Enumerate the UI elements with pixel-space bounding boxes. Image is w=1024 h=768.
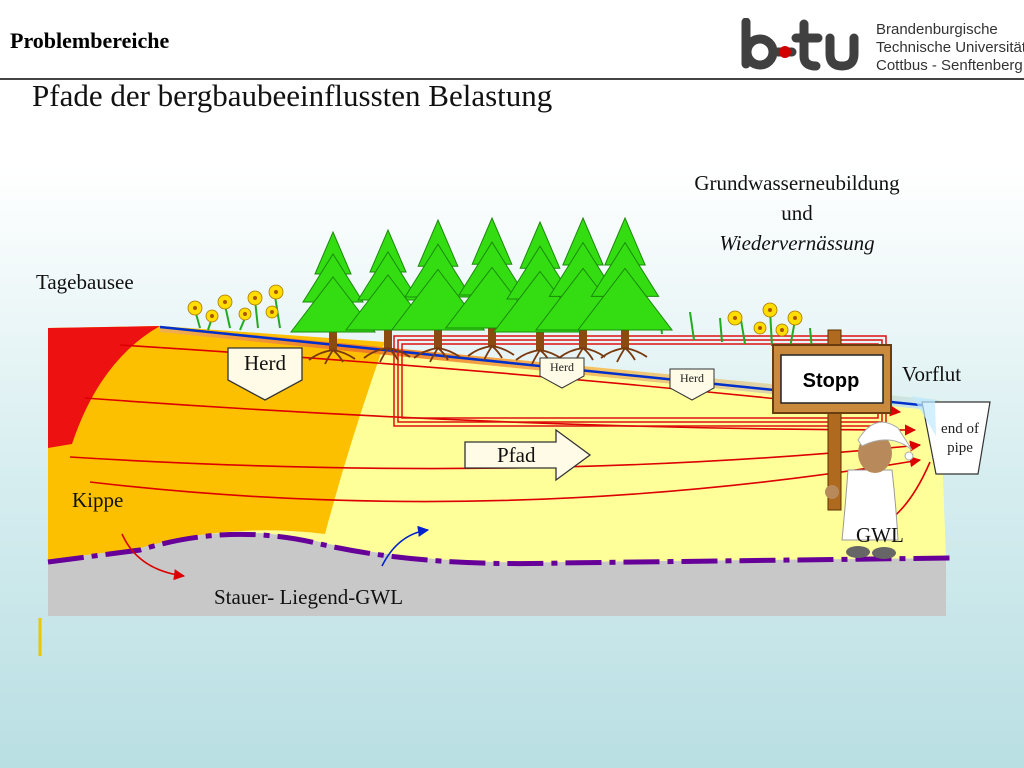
label-pfad: Pfad (497, 443, 536, 467)
dump-kippe-region (48, 326, 385, 560)
page-title: Pfade der bergbaubeeinflussten Belastung (32, 78, 553, 113)
logo-line-3: Cottbus - Senftenberg (876, 57, 1023, 74)
section-label: Problembereiche (10, 28, 170, 53)
label-herd-small-2: Herd (680, 371, 704, 385)
gw-label-line1: Grundwasserneubildung (694, 171, 900, 195)
btu-wordmark-icon (741, 17, 859, 71)
logo-line-2: Technische Universität (876, 39, 1024, 56)
stopp-label: Stopp (802, 370, 860, 392)
label-herd-main: Herd (244, 351, 286, 375)
label-stauer: Stauer- Liegend-GWL (214, 585, 404, 609)
mine-lake (48, 326, 160, 448)
aquifer-boundary (47, 531, 951, 567)
flow-line (89, 456, 922, 503)
logo-line-1: Brandenburgische (876, 21, 998, 38)
herd-source-marker-main (227, 347, 303, 401)
herd-source-marker-small (539, 357, 585, 389)
spruce-forest (289, 216, 674, 365)
label-gwl: GWL (856, 523, 904, 547)
bedrock-layer (48, 532, 946, 616)
seepage-arrow-blue (381, 525, 430, 567)
herd-source-marker-small (669, 368, 715, 401)
end-of-pipe-funnel (921, 401, 991, 475)
spruce-tree-icon (289, 230, 377, 365)
vorflut-water (912, 396, 936, 436)
spruce-tree-icon (576, 216, 674, 363)
seepage-arrow-red (121, 533, 186, 581)
label-vorflut: Vorflut (902, 362, 962, 386)
university-logo: Brandenburgische Technische Universität … (738, 17, 1024, 74)
stop-sign-icon (772, 329, 892, 511)
yellow-flower-icon (659, 302, 813, 351)
label-end-of-pipe: end of pipe (941, 421, 979, 456)
header-divider (0, 78, 1024, 80)
groundwater-recharge-label: Grundwasserneubildung und Wiedervernässu… (660, 168, 934, 258)
yellow-flower-icon (187, 284, 284, 331)
label-kippe: Kippe (72, 488, 124, 512)
gw-label-line3: Wiedervernässung (719, 231, 875, 255)
sleeping-man-icon (825, 421, 914, 559)
pfad-arrow (464, 428, 592, 482)
label-herd-small-1: Herd (550, 360, 574, 374)
gw-label-line2: und (781, 201, 813, 225)
label-tagebausee: Tagebausee (36, 270, 134, 294)
